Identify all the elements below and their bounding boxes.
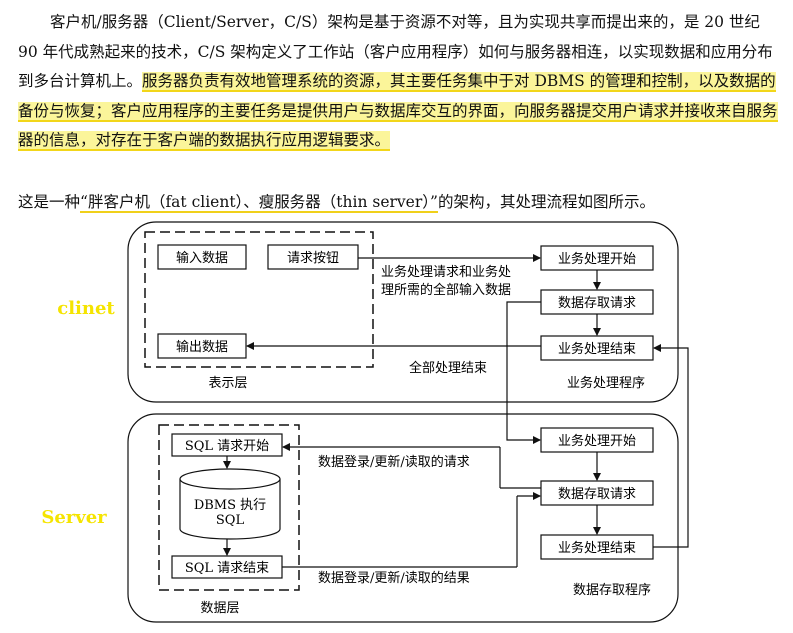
sentence-suffix: 的架构，其处理流程如图所示。 [437,193,655,211]
sql-result-label: 数据登录/更新/读取的结果 [318,570,470,586]
client-data-access-label: 数据存取请求 [558,296,636,311]
request-button-label: 请求按钮 [287,251,339,266]
server-data-access-label: 数据存取请求 [558,487,636,502]
server-biz-end-label: 业务处理结束 [558,540,636,556]
input-data-box [157,244,247,270]
data-layer-label: 数据层 [200,601,239,616]
client-container [127,221,679,403]
output-data-label: 输出数据 [176,339,228,355]
sql-request-label: 数据登录/更新/读取的请求 [318,454,470,470]
data-layer-frame [158,424,300,591]
client-side-label: clinet [57,298,115,319]
server-biz-end-box [540,534,654,560]
dbms-label-line2: SQL [216,513,245,528]
request-label-line2: 理所需的全部输入数据 [381,282,511,298]
sql-end-label: SQL 请求结束 [185,561,269,576]
fat-client-sentence: 这是一种“胖客户机（fat client）、瘦服务器（thin server）”… [18,190,655,213]
client-biz-end-box [540,335,654,361]
client-biz-start-label: 业务处理开始 [558,251,636,267]
server-biz-start-label: 业务处理开始 [558,433,636,449]
sentence-prefix: 这是一种 [18,193,81,211]
client-biz-end-label: 业务处理结束 [558,341,636,357]
client-biz-start-box [540,245,654,271]
link-client-access-to-server-start [506,301,541,444]
data-access-program-label: 数据存取程序 [573,583,651,598]
biz-program-label: 业务处理程序 [567,375,645,391]
link-server-end-to-client-end [653,344,689,548]
server-side-label: Server [41,507,107,528]
server-container [127,413,679,623]
client-data-access-box [540,289,654,315]
dbms-label-line1: DBMS 执行 [194,498,266,513]
presentation-layer-frame [144,231,374,368]
request-label-line1: 业务处理请求和业务处 [381,264,511,280]
dbms-cylinder [179,468,281,540]
intro-paragraph: 客户机/服务器（Client/Server，C/S）架构是基于资源不对等，且为实… [18,8,778,156]
sql-start-label: SQL 请求开始 [185,439,269,454]
paragraph-plain-text: 客户机/服务器（Client/Server，C/S）架构是基于资源不对等，且为实… [18,13,773,90]
all-done-label: 全部处理结束 [409,360,487,376]
fat-client-phrase: “胖客户机（fat client）、瘦服务器（thin server）” [80,193,438,213]
request-button-box [267,244,359,270]
input-data-label: 输入数据 [176,250,228,266]
presentation-layer-label: 表示层 [208,376,247,391]
